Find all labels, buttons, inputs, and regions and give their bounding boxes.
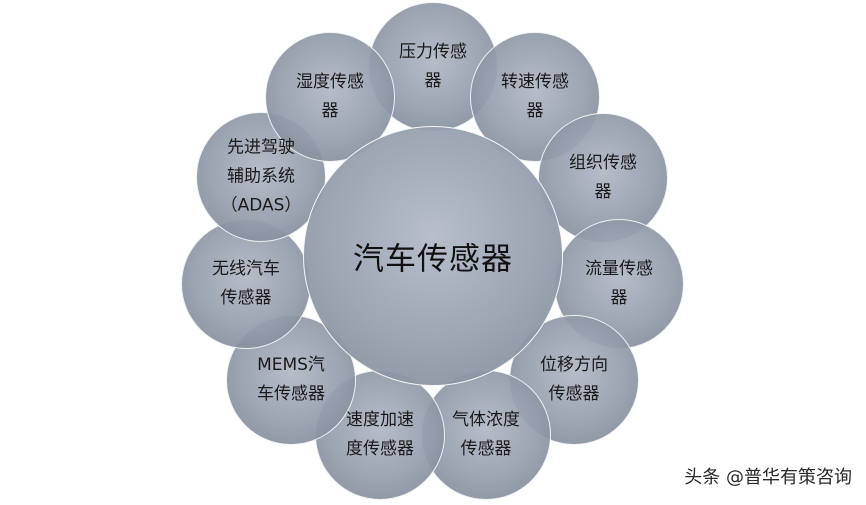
node-label-line: 先进驾驶 (227, 137, 295, 158)
node-label-line: 组织传感 (569, 153, 637, 173)
node-label-line: 车传感器 (257, 384, 325, 404)
node-label-pressure: 压力传感 器 (399, 38, 467, 96)
node-label-flow: 流量传感 器 (585, 255, 653, 313)
node-label-line: 位移方向 (540, 355, 608, 375)
node-label-line: （ADAS） (220, 195, 302, 216)
node-label-line: 度传感器 (346, 439, 414, 459)
node-label-acceleration: 速度加速 度传感器 (346, 406, 414, 464)
node-label-line: 速度加速 (346, 410, 414, 430)
node-label-line: 传感器 (220, 288, 272, 308)
node-label-line: 转速传感 (501, 72, 569, 92)
node-label-line: 器 (610, 288, 628, 308)
node-label-line: 器 (594, 182, 612, 202)
node-label-line: 压力传感 (399, 42, 467, 62)
node-label-line: 无线汽车 (212, 259, 280, 279)
node-label-line: MEMS汽 (257, 355, 325, 375)
node-label-speed: 转速传感 器 (501, 68, 569, 126)
node-label-line: 气体浓度 (452, 410, 520, 430)
node-label-adas: 先进驾驶 辅助系统 （ADAS） (221, 134, 302, 221)
node-label-displacement: 位移方向 传感器 (540, 351, 608, 409)
node-label-line: 传感器 (460, 439, 512, 459)
node-label-line: 流量传感 (585, 259, 653, 279)
center-circle (303, 126, 563, 386)
node-label-line: 传感器 (548, 384, 600, 404)
node-label-line: 辅助系统 (227, 166, 295, 187)
node-label-tissue: 组织传感 器 (569, 149, 637, 207)
node-label-humidity: 湿度传感 器 (296, 68, 364, 126)
node-label-line: 器 (526, 101, 544, 121)
node-label-line: 器 (424, 71, 442, 91)
node-label-gas: 气体浓度 传感器 (452, 406, 520, 464)
node-label-mems: MEMS汽 车传感器 (257, 351, 325, 409)
node-label-line: 湿度传感 (296, 72, 364, 92)
node-label-wireless: 无线汽车 传感器 (212, 255, 280, 313)
center-label: 汽车传感器 (353, 241, 513, 278)
node-label-line: 器 (321, 101, 339, 121)
watermark: 头条 @普华有策咨询 (684, 467, 852, 488)
